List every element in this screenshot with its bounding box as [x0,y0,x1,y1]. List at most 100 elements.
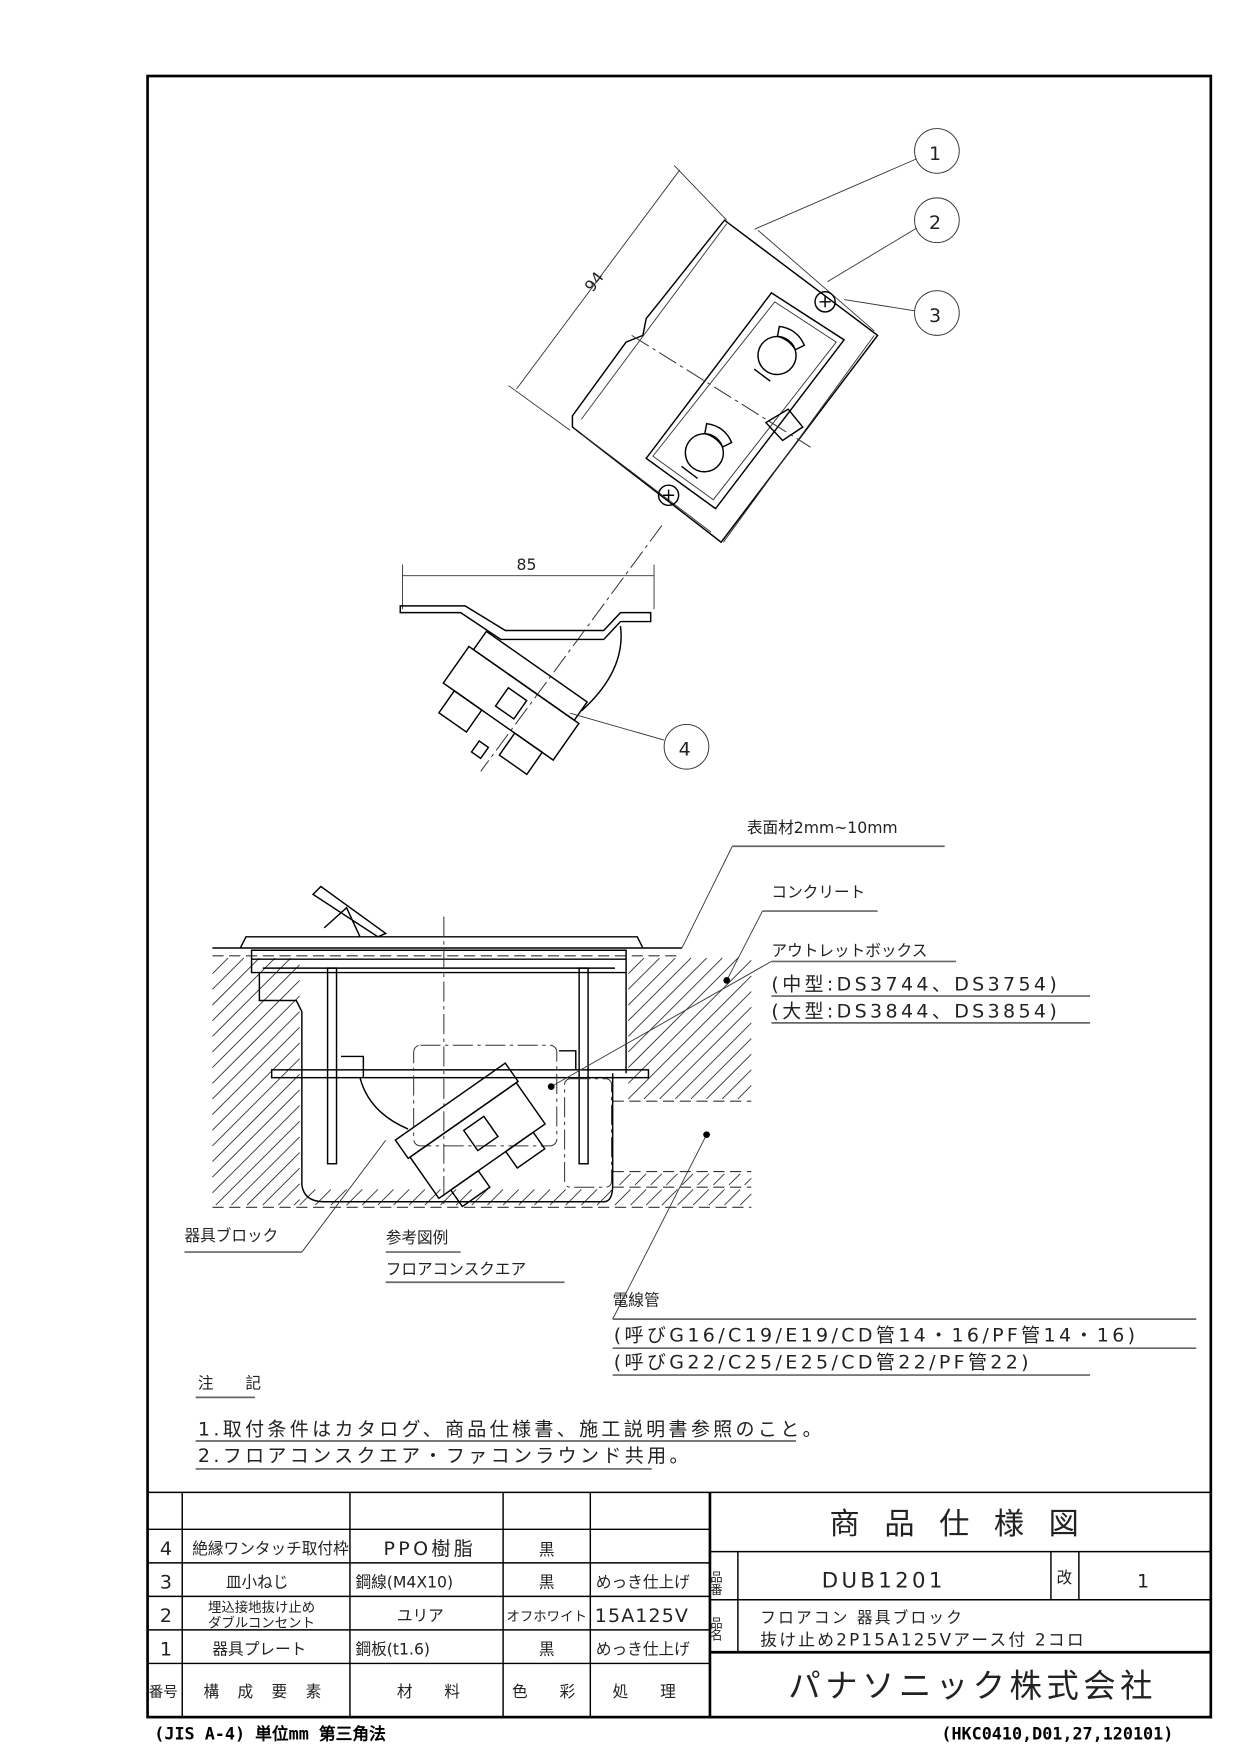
hatch-line [330,1189,347,1206]
hatch-line [628,957,739,1068]
parts-table: 4 絶縁ワンタッチ取付枠 PPO樹脂 黒 3 皿小ねじ 鋼線(M4X10) 黒 … [147,1491,1211,1718]
hatch-line [596,1189,613,1206]
notes-title: 注 記 [198,1373,275,1392]
svg-text:品番: 品番 [709,1571,723,1596]
balloon-3: 3 [914,290,960,336]
label-conduit-2: (呼びG22/C25/E25/CD管22/PF管22) [614,1351,1032,1373]
hatch-line [393,1189,410,1206]
svg-text:埋込接地抜け止め: 埋込接地抜け止め [208,1599,315,1616]
svg-text:1: 1 [160,1639,175,1661]
note-1: 1.取付条件はカタログ、商品仕様書、施工説明書参照のこと。 [198,1418,825,1440]
hatch-line [262,1167,300,1206]
section-view [212,885,752,1208]
svg-text:15A125V: 15A125V [595,1605,689,1627]
hatch-line [706,1053,752,1100]
hatch-line [737,1085,752,1100]
svg-text:4: 4 [160,1538,175,1560]
hatch-line [628,959,752,1084]
hatch-line [628,957,707,1037]
drawing-frame [146,74,1213,1719]
svg-text:めっき仕上げ: めっき仕上げ [596,1640,690,1659]
svg-text:3: 3 [160,1572,175,1594]
svg-text:黒: 黒 [539,1640,555,1659]
screw-icon [814,291,836,313]
hatch-line [628,957,660,990]
label-conduit-1: (呼びG16/C19/E19/CD管14・16/PF管14・16) [614,1324,1139,1346]
hatch-line [212,964,300,1053]
hatch-line [674,1022,752,1100]
svg-text:4: 4 [679,739,694,761]
hatch-line [628,957,676,1006]
balloon-2: 2 [914,197,960,244]
hatch-line [661,1189,678,1206]
hatch-line [377,1189,394,1206]
hatch-line [212,957,292,1037]
svg-text:番号: 番号 [149,1684,178,1701]
bracket-view: 85 [399,555,655,776]
hatch-line [628,975,752,1100]
outlet-face [645,291,846,510]
doc-title: 商品仕様図 [830,1507,1104,1542]
hatch-line [212,1105,300,1194]
hatch-line [346,1189,363,1206]
hatch-line [659,1006,752,1100]
hatch-line [212,1042,300,1131]
svg-text:オフホワイト: オフホワイト [506,1610,586,1625]
svg-text:絶縁ワンタッチ取付枠: 絶縁ワンタッチ取付枠 [192,1539,349,1558]
hatch-line [212,1058,300,1147]
hatch-line [212,957,229,975]
svg-text:1: 1 [929,143,944,165]
hatch-line [634,1173,647,1186]
hatch-line [724,1189,741,1206]
hatch-line [293,1199,300,1206]
balloon-4: 4 [663,723,710,770]
hatch-line [690,1038,752,1100]
hatch-line [278,1183,300,1206]
top-plate-view: 94 [508,165,879,544]
label-outlet-box-large: (大型:DS3844、DS3854) [771,1000,1060,1022]
hatch-line [643,991,752,1100]
svg-text:処 理: 処 理 [613,1682,690,1701]
hatch-line [565,1189,582,1206]
hatch-line [728,1173,741,1186]
svg-text:改: 改 [1057,1568,1073,1587]
svg-text:ダブルコンセント: ダブルコンセント [208,1615,315,1632]
hatch-line [650,1173,663,1186]
svg-text:3: 3 [929,305,944,327]
hatch-line [708,1189,725,1206]
svg-text:めっき仕上げ: めっき仕上げ [596,1572,690,1591]
hatch-line [681,1173,694,1186]
hatch-line [628,957,723,1053]
company-name: パナソニック株式会社 [788,1667,1157,1705]
label-surface: 表面材2mm~10mm [747,818,898,837]
svg-text:PPO樹脂: PPO樹脂 [383,1538,476,1560]
hatch-line [471,1189,488,1206]
revision: 1 [1137,1570,1152,1592]
hatch-line [212,1027,300,1115]
svg-text:皿小ねじ: 皿小ねじ [226,1572,289,1591]
hatch-line [549,1189,567,1206]
hatch-line [314,1189,332,1206]
socket-lower [681,422,733,480]
hatch-line [518,1189,535,1206]
label-ref-name: フロアコンスクエア [386,1259,526,1278]
hatch-line [212,995,300,1084]
label-outlet-box: アウトレットボックス [771,941,927,960]
hatch-line [502,1189,520,1206]
note-2: 2.フロアコンスクエア・ファコンラウンド共用。 [198,1445,692,1467]
hatch-line [628,957,645,975]
hatch-line [487,1189,504,1206]
svg-text:黒: 黒 [539,1540,555,1559]
hatch-line [712,1173,725,1186]
hatch-line [440,1189,457,1206]
hatch-line [697,1173,710,1186]
hatch-line [739,1193,752,1206]
hatch-line [361,1189,379,1206]
hatch-line [212,1089,300,1178]
hatch-line [614,1189,631,1206]
hatch-line [215,1120,300,1206]
product-name-2: 抜け止め2P15A125Vアース付 2コロ [760,1630,1086,1650]
footer-left: (JIS A-4) 単位mm 第三角法 [154,1723,386,1743]
balloon-1: 1 [914,128,960,174]
label-ref-title: 参考図例 [386,1228,449,1247]
